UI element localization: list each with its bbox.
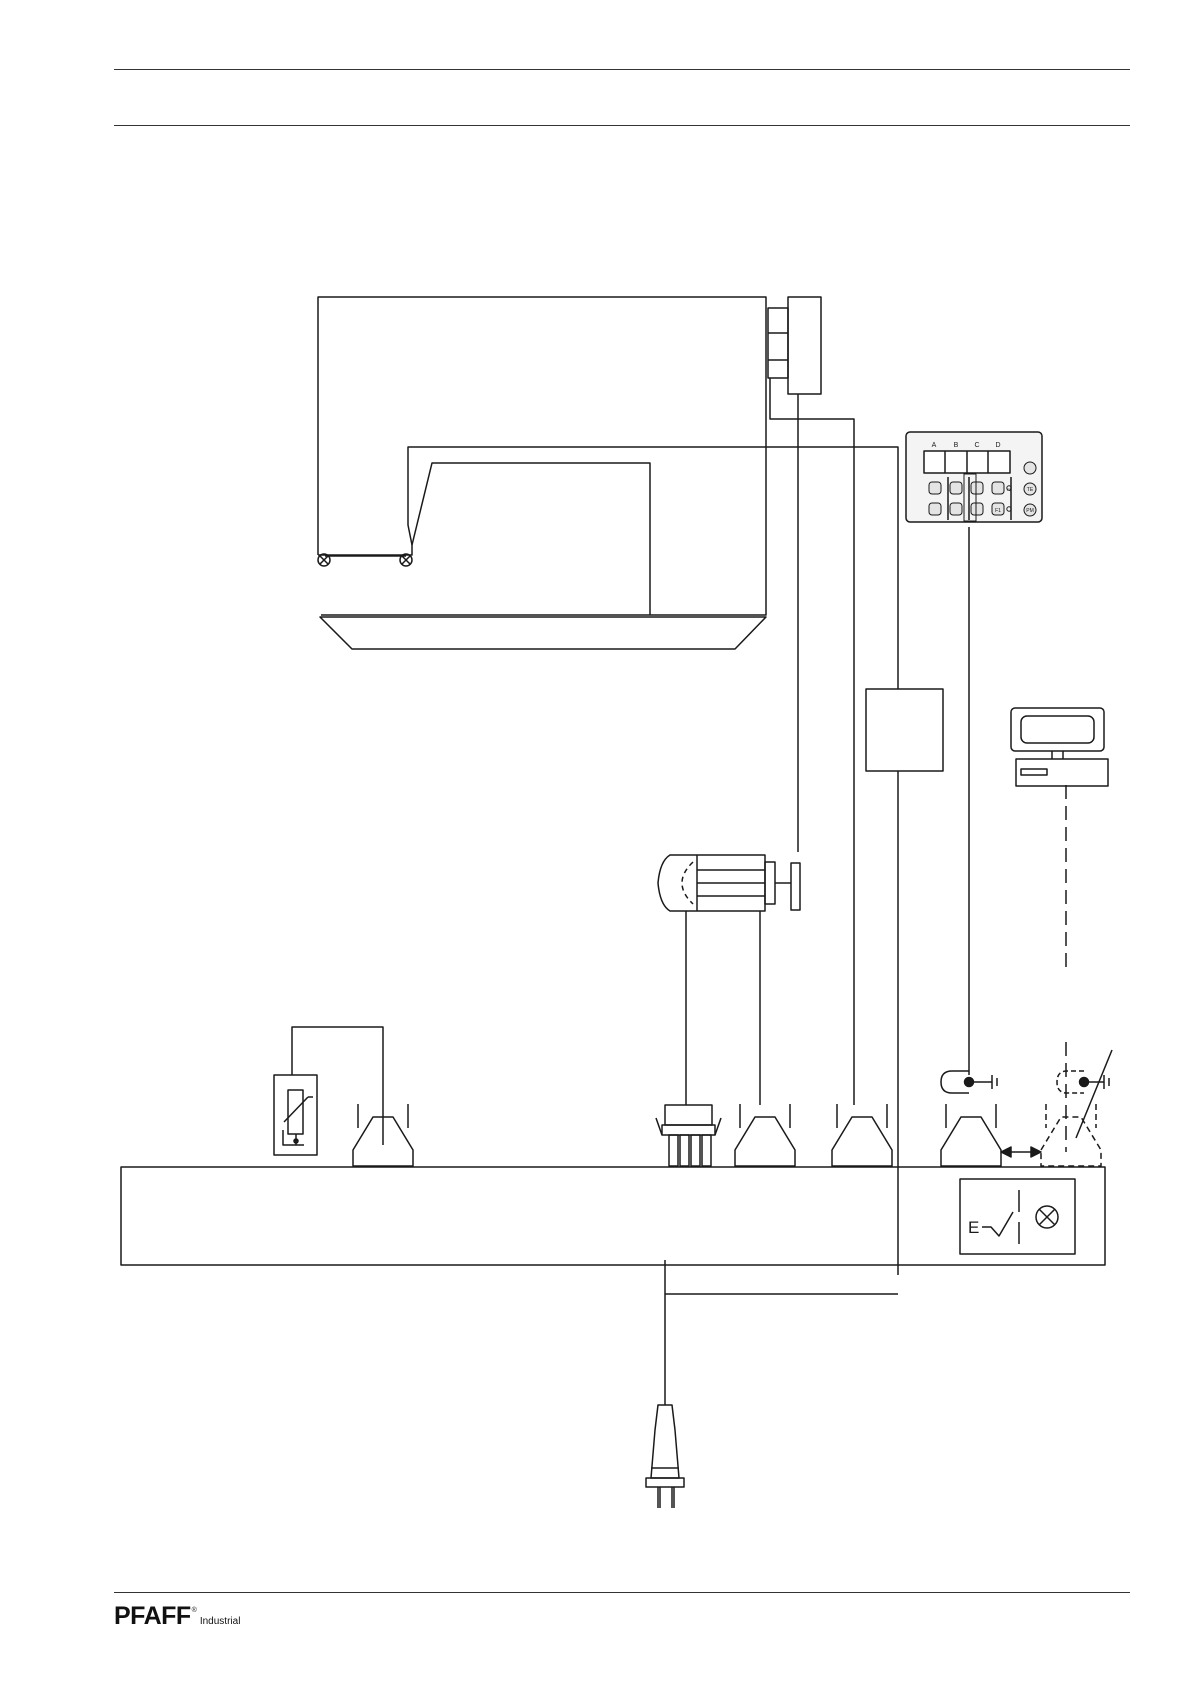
panel-key-label: F2 bbox=[1007, 487, 1012, 492]
handwheel-sensor bbox=[768, 297, 821, 394]
panel-key-label: PM bbox=[1026, 508, 1034, 514]
registered-mark: ® bbox=[192, 1607, 197, 1614]
mains-plug bbox=[646, 1405, 684, 1508]
panel-column-label: C bbox=[974, 442, 979, 449]
brand-name: PFAFF bbox=[114, 1602, 191, 1631]
panel-column-label: B bbox=[954, 442, 959, 449]
drive-motor bbox=[658, 855, 800, 911]
connector-plugs bbox=[353, 1104, 1101, 1166]
brand-suffix: Industrial bbox=[200, 1616, 241, 1627]
double-arrow-icon bbox=[1001, 1147, 1041, 1157]
lamp-icon bbox=[1036, 1206, 1058, 1228]
panel-key-label: F1 bbox=[995, 508, 1001, 514]
switch-label: E bbox=[968, 1218, 979, 1237]
panel-column-label: A bbox=[932, 442, 937, 449]
panel-key-label: TE bbox=[1027, 487, 1034, 493]
potentiometer bbox=[274, 1075, 317, 1155]
junction-box bbox=[866, 689, 943, 771]
pfaff-logo: PFAFF ® Industrial bbox=[114, 1602, 240, 1631]
control-box bbox=[121, 1167, 1105, 1265]
connector-plug bbox=[735, 1104, 795, 1166]
connector-plug bbox=[941, 1104, 1001, 1166]
sewing-machine bbox=[318, 297, 838, 649]
main-switch bbox=[960, 1179, 1075, 1254]
panel-column-label: D bbox=[995, 442, 1000, 449]
pc-monitor bbox=[1011, 708, 1108, 786]
connector-plug-optional bbox=[1041, 1104, 1101, 1166]
multi-pin-connector bbox=[656, 1105, 721, 1166]
lamp-icon bbox=[318, 554, 330, 566]
connector-plug bbox=[832, 1104, 892, 1166]
